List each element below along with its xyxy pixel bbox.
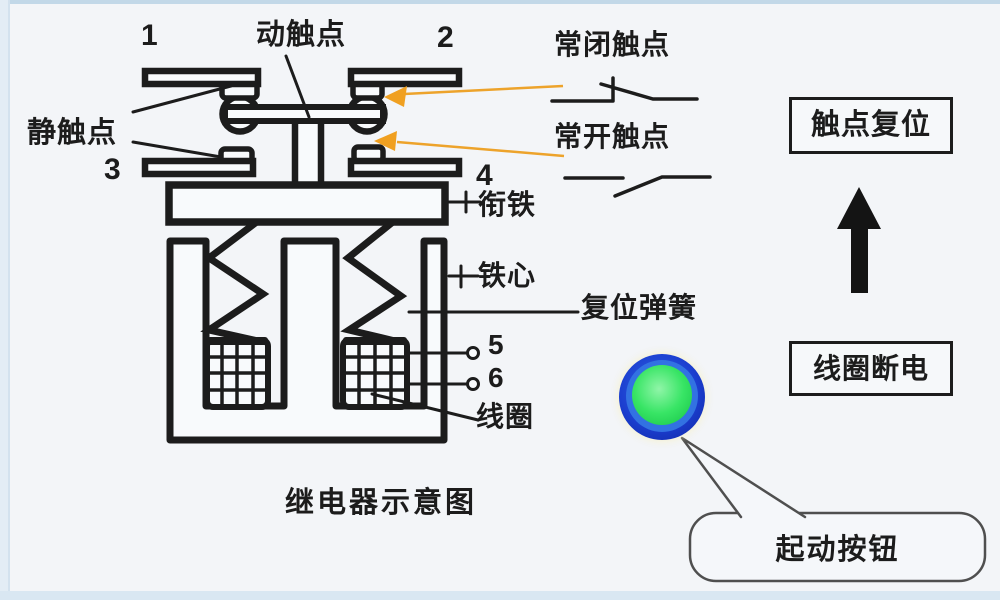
contact-reset-box: 触点复位	[789, 97, 953, 154]
armature-shape	[165, 181, 449, 226]
static-contact-label: 静触点	[27, 117, 118, 149]
diagram-caption: 继电器示意图	[285, 487, 478, 519]
terminal-3-label: 3	[104, 153, 122, 186]
terminal-2-label: 2	[437, 21, 455, 54]
terminal-1-label: 1	[141, 19, 159, 52]
coil-deenergized-box: 线圈断电	[789, 341, 953, 396]
terminal-6-node	[466, 377, 480, 391]
contact-reset-text: 触点复位	[810, 109, 931, 141]
no-pointer-arrow	[374, 131, 565, 158]
static-contact-leader-lower	[131, 140, 223, 159]
frame-edge-left	[0, 0, 10, 600]
normally-open-label: 常开触点	[554, 121, 671, 152]
contact-stem	[291, 116, 325, 190]
terminal-bar-3	[141, 157, 257, 178]
frame-edge-bottom	[0, 591, 1000, 600]
moving-contact-bar	[222, 104, 386, 124]
speech-bubble	[680, 436, 987, 583]
terminal-5-node	[466, 346, 480, 360]
armature-leader	[447, 190, 482, 214]
nc-pointer-arrow	[384, 84, 564, 107]
moving-contact-leader	[284, 54, 311, 119]
movable-contact-assembly	[165, 93, 449, 226]
no-contact-symbol	[563, 175, 712, 198]
reset-spring-right	[340, 217, 408, 345]
start-button[interactable]	[619, 354, 705, 440]
coil-label: 线圈	[476, 401, 535, 432]
coil-right	[340, 337, 410, 410]
iron-core-label: 铁心	[478, 260, 537, 291]
terminal-bars	[141, 67, 463, 178]
coil-leader	[370, 392, 480, 422]
coil-left	[204, 337, 271, 410]
reset-spring-left	[200, 217, 270, 345]
reset-spring-label: 复位弹簧	[581, 292, 698, 323]
terminal-bar-4	[347, 157, 463, 178]
iron-core-leader	[447, 264, 480, 289]
start-button-core	[632, 365, 692, 425]
armature-label: 衔铁	[478, 189, 537, 220]
moving-contact-label: 动触点	[256, 19, 347, 51]
terminal-bar-1	[141, 67, 262, 88]
leader-lines	[131, 54, 580, 422]
static-contact-leader-upper	[131, 84, 233, 114]
terminal-4-label: 4	[476, 159, 494, 192]
terminal-6-label: 6	[488, 362, 505, 393]
start-button-label: 起动按钮	[775, 534, 900, 566]
normally-closed-label: 常闭触点	[554, 29, 671, 60]
frame-edge-top	[0, 0, 1000, 4]
nc-contact-symbol	[550, 76, 699, 103]
terminal-5-label: 5	[488, 329, 505, 360]
up-arrow	[837, 187, 881, 293]
coil-deenergized-text: 线圈断电	[812, 352, 929, 384]
terminal-bar-2	[347, 67, 463, 88]
